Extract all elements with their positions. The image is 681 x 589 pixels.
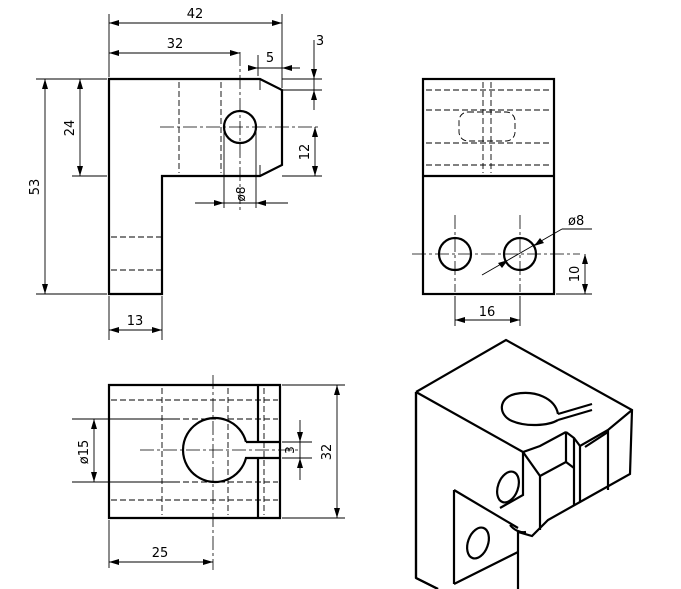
dim-bore-offset: 25 [152,546,169,561]
front-view: 42 32 5 3 24 53 12 ø8 [28,7,324,340]
isometric-bore [500,391,560,427]
top-view: ø15 3 32 25 [72,375,345,570]
dim-depth: 32 [320,444,335,461]
dim-front-hole-diameter: ø8 [234,187,248,202]
dim-side-hole-diameter: ø8 [568,214,584,229]
side-view: 16 10 ø8 [412,77,592,326]
dim-slot-width: 3 [283,446,297,454]
dim-hole-spacing: 16 [479,305,496,320]
dim-chamfer-width: 5 [266,51,274,66]
dim-hole-offset: 32 [167,37,184,52]
isometric-hole-lower [466,526,490,560]
dim-chamfer-height: 3 [316,34,324,49]
dim-hole-height: 12 [298,144,313,161]
dim-side-hole-height: 10 [568,266,583,283]
dim-upper-height: 24 [63,120,78,137]
dim-bore-diameter: ø15 [77,440,92,465]
dim-leg-width: 13 [127,314,144,329]
isometric-view [414,338,634,589]
side-view-outline [421,77,556,296]
top-view-outline [107,383,282,520]
isometric-hole-upper [496,470,520,504]
dim-total-height: 53 [28,179,43,196]
dim-overall-width: 42 [187,7,204,22]
